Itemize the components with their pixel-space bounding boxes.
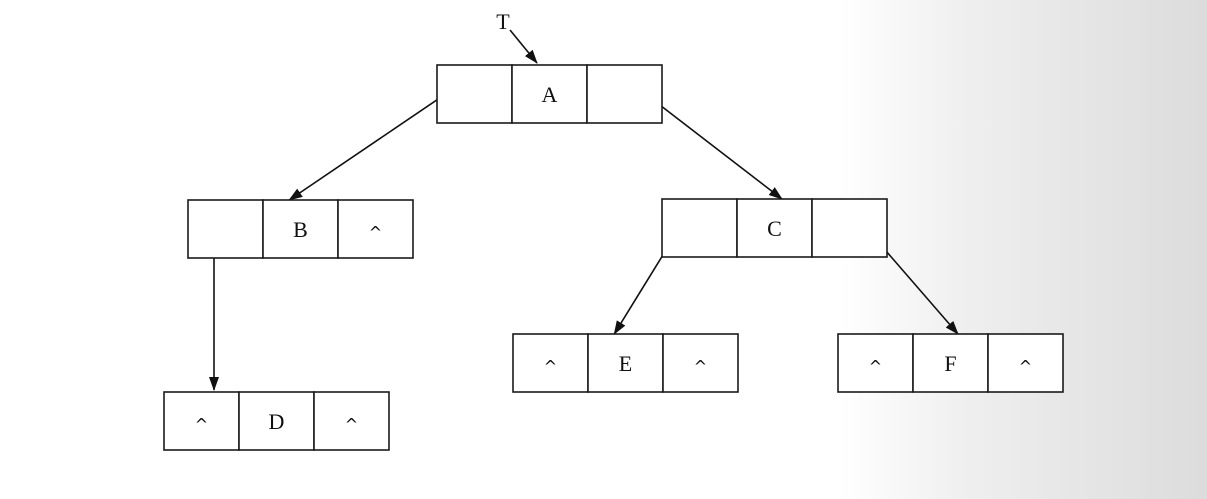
node-e-left-cell — [512, 333, 589, 393]
root-pointer-arrow — [509, 29, 538, 64]
node-c-left-cell — [661, 198, 738, 258]
node-d-right-cell — [313, 391, 390, 451]
node-e-right-cell — [662, 333, 739, 393]
edge-a-b — [288, 82, 462, 201]
node-f-right-cell — [987, 333, 1064, 393]
root-pointer-label: T — [496, 9, 510, 34]
tree-node-f: ^ F ^ — [837, 333, 1064, 393]
node-f-data-text: F — [944, 351, 956, 376]
nodes-layer: AB^C^D^^E^^F^ — [163, 64, 1064, 451]
node-d-data-text: D — [269, 409, 285, 434]
node-b-left-cell — [187, 199, 264, 259]
node-a-data-text: A — [542, 82, 558, 107]
tree-node-b: B^ — [187, 199, 414, 259]
node-b-data-cell — [262, 199, 339, 259]
node-a-left-cell — [436, 64, 513, 124]
node-e-right-text: ^ — [694, 357, 707, 376]
background-bleed — [840, 0, 1207, 499]
node-b-right-text: ^ — [369, 223, 382, 242]
node-f-right-text: ^ — [1019, 357, 1032, 376]
tree-node-d: ^ D ^ — [163, 391, 390, 451]
node-b-right-cell — [337, 199, 414, 259]
node-d-right-text: ^ — [345, 415, 358, 434]
node-f-left-cell — [837, 333, 914, 393]
tree-node-a: A — [436, 64, 663, 124]
node-f-data-cell — [912, 333, 989, 393]
node-e-data-text: E — [619, 351, 632, 376]
node-f-left-text: ^ — [869, 357, 882, 376]
node-d-data-cell — [238, 391, 315, 451]
node-e-left-text: ^ — [544, 357, 557, 376]
node-c-data-text: C — [767, 216, 782, 241]
node-e-data-cell — [587, 333, 664, 393]
node-c-right-cell — [811, 198, 888, 258]
node-d-left-text: ^ — [195, 415, 208, 434]
node-b-data-text: B — [293, 217, 308, 242]
tree-node-e: ^ E ^ — [512, 333, 739, 393]
tree-node-c: C — [661, 198, 888, 258]
node-a-data-cell — [511, 64, 588, 124]
node-a-right-cell — [586, 64, 663, 124]
